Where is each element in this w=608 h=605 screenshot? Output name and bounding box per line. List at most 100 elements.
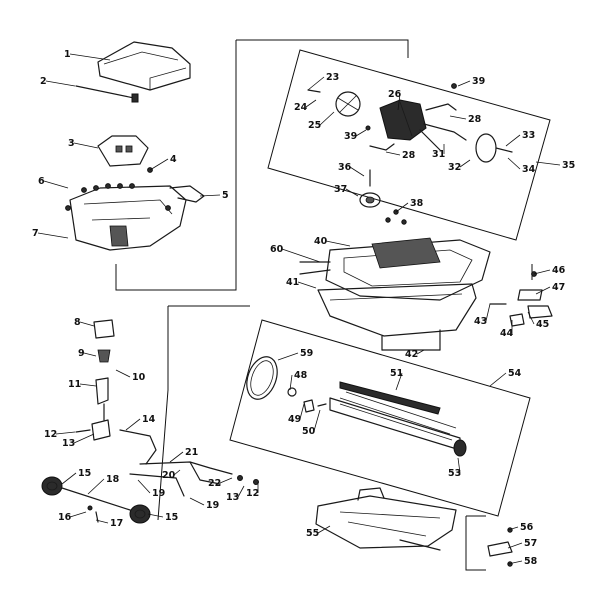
leader-line-c5	[199, 194, 221, 197]
leader-line-c10	[115, 369, 131, 378]
callout-c58: 58	[524, 556, 538, 567]
leader-line-c51	[395, 372, 403, 391]
callout-c37: 37	[334, 184, 347, 195]
leader-line-c3	[73, 142, 99, 149]
callout-c32: 32	[448, 162, 461, 173]
leader-line-c22	[219, 477, 233, 484]
callout-c51: 51	[390, 368, 403, 379]
callout-c35: 35	[562, 160, 575, 171]
callout-c18: 18	[106, 474, 120, 485]
callout-c39b: 39	[344, 131, 357, 142]
callout-c17: 17	[110, 518, 123, 529]
leader-line-c6	[43, 180, 69, 189]
leader-line-c40	[325, 240, 351, 247]
leader-line-c21	[169, 451, 184, 463]
leader-line-c35	[535, 161, 561, 166]
leader-line-c49	[299, 403, 305, 420]
leader-line-c50	[313, 409, 321, 432]
callout-c12b: 12	[246, 488, 259, 499]
handle-base-assembly	[65, 167, 205, 251]
callout-c8: 8	[74, 317, 81, 328]
leader-line-c42	[416, 349, 425, 355]
callout-c15b: 15	[165, 512, 178, 523]
callout-c44: 44	[500, 328, 514, 339]
axle-rods	[119, 429, 259, 497]
bottom-plate	[315, 487, 513, 567]
leader-line-c13b	[237, 485, 245, 498]
callout-c31: 31	[432, 149, 445, 160]
leader-line-c15	[61, 472, 77, 485]
leader-line-c39b	[355, 129, 367, 137]
leader-line-c24	[305, 99, 317, 108]
leader-line-c41	[297, 281, 317, 289]
leader-line-c8	[79, 321, 95, 327]
callout-c20: 20	[162, 470, 176, 481]
leader-line-c18	[87, 478, 105, 495]
leader-line-c58	[507, 560, 523, 565]
leader-line-c34	[507, 157, 521, 170]
callout-c39a: 39	[472, 76, 485, 87]
callout-c33: 33	[522, 130, 535, 141]
leader-line-c15b	[147, 513, 164, 518]
screw-part-2	[75, 85, 139, 103]
callout-c22: 22	[208, 478, 221, 489]
leader-line-c47	[535, 286, 551, 295]
callout-c13b: 13	[226, 492, 239, 503]
leader-line-c36	[349, 166, 365, 177]
leader-line-c2	[45, 80, 76, 87]
callout-c47: 47	[552, 282, 565, 293]
callout-c45: 45	[536, 319, 549, 330]
callout-c55: 55	[306, 528, 319, 539]
callout-c28a: 28	[468, 114, 482, 125]
callout-c7: 7	[32, 228, 39, 239]
leader-line-c46	[533, 269, 551, 275]
callout-c42: 42	[405, 349, 418, 360]
leader-line-c39a	[457, 80, 471, 87]
callout-c11: 11	[68, 379, 81, 390]
callout-c43: 43	[474, 316, 487, 327]
leader-line-c16	[69, 511, 87, 518]
leader-line-c19	[137, 479, 151, 494]
callout-c21: 21	[185, 447, 198, 458]
leader-line-c7	[37, 232, 69, 239]
callout-c57: 57	[524, 538, 537, 549]
callout-c19: 19	[152, 488, 165, 499]
lower-handle-parts	[75, 319, 115, 441]
leader-line-c14	[125, 418, 141, 431]
callout-c6: 6	[38, 176, 45, 187]
callout-c40: 40	[314, 236, 328, 247]
leader-line-c38	[395, 202, 409, 213]
callout-c10: 10	[132, 372, 146, 383]
callout-c24: 24	[294, 102, 308, 113]
leader-line-c23	[307, 76, 325, 91]
latch-parts	[489, 271, 553, 327]
leader-line-c53	[457, 457, 461, 474]
callout-c9: 9	[78, 348, 85, 359]
callout-c4: 4	[170, 154, 177, 165]
callout-labels: 1234567891011121314151516171819192021221…	[32, 49, 575, 567]
callout-c56: 56	[520, 522, 534, 533]
leader-line-c45	[527, 311, 535, 325]
leader-line-c4	[149, 158, 169, 171]
callout-c25: 25	[308, 120, 321, 131]
motor-pulley-parts	[359, 169, 407, 225]
leader-line-c32	[459, 159, 471, 168]
callout-c26: 26	[388, 89, 402, 100]
callout-c16: 16	[58, 512, 72, 523]
motor-assembly	[307, 83, 513, 163]
callout-c3: 3	[68, 138, 75, 149]
callout-c46: 46	[552, 265, 566, 276]
callout-c50: 50	[302, 426, 316, 437]
leader-line-c13	[73, 433, 95, 444]
callout-c41: 41	[286, 277, 299, 288]
callout-c48: 48	[294, 370, 308, 381]
agitator-assembly	[246, 356, 467, 457]
leader-line-c12	[55, 431, 76, 435]
leader-line-c33	[505, 134, 521, 147]
callout-c19b: 19	[206, 500, 219, 511]
callout-c49: 49	[288, 414, 301, 425]
leader-line-c26	[397, 93, 401, 111]
callout-c28b: 28	[402, 150, 416, 161]
leader-line-c60	[281, 248, 321, 263]
